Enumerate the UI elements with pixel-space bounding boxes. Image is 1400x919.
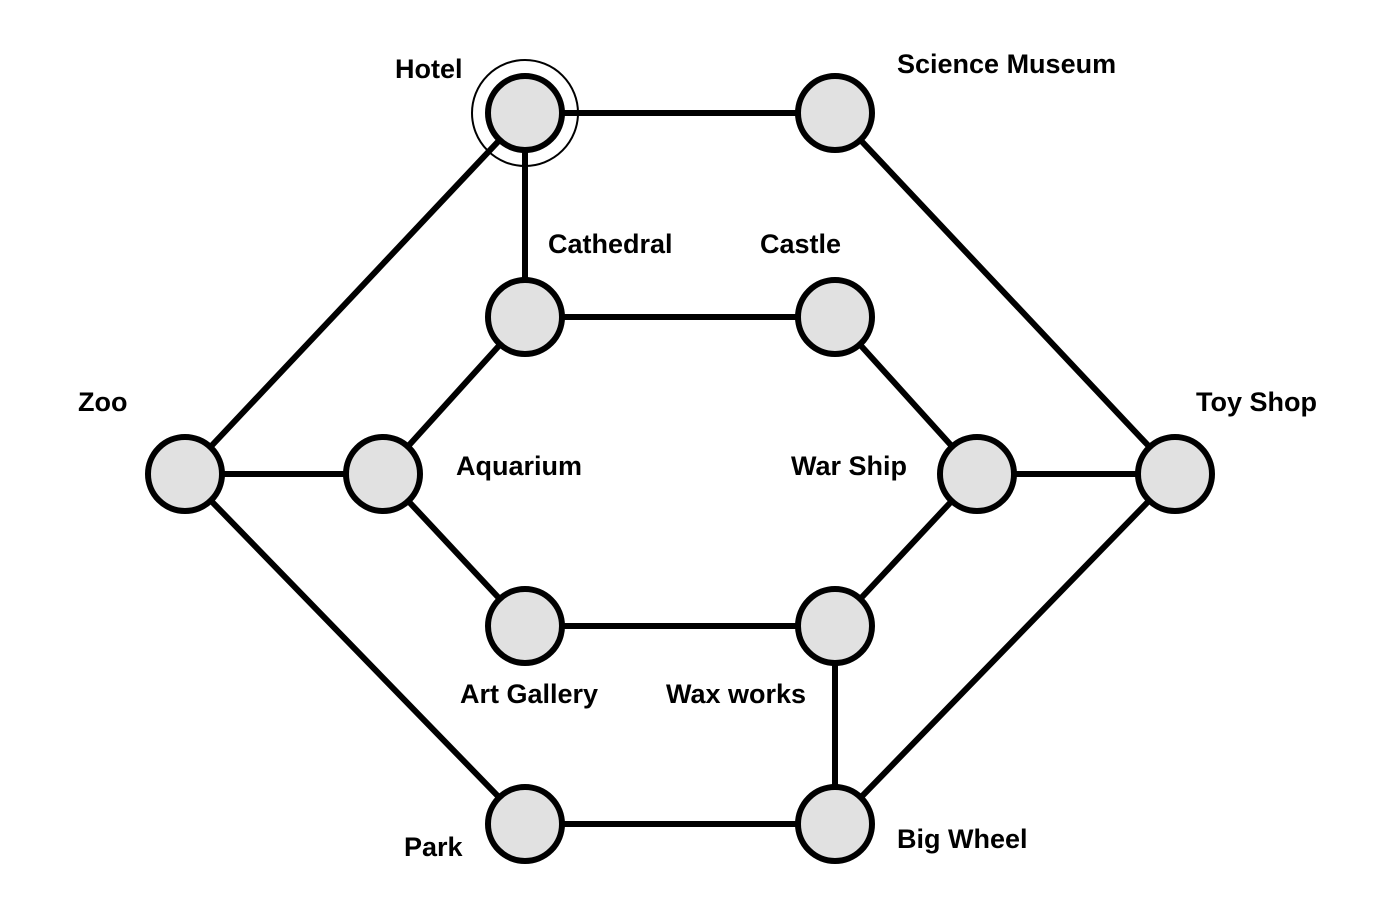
node-hotel — [485, 73, 565, 153]
edges-layer — [182, 110, 1178, 827]
node-cathedral — [485, 277, 565, 357]
node-big-wheel — [795, 784, 875, 864]
nodes-layer — [145, 59, 1215, 864]
edge-zoo-park — [182, 471, 528, 827]
node-zoo — [145, 434, 225, 514]
node-wax-works — [795, 586, 875, 666]
label-zoo: Zoo — [78, 387, 127, 417]
label-big-wheel: Big Wheel — [897, 824, 1028, 854]
label-toy-shop: Toy Shop — [1196, 387, 1317, 417]
label-war-ship: War Ship — [791, 451, 907, 481]
edge-hotel-zoo — [182, 110, 528, 477]
node-park — [485, 784, 565, 864]
label-science-museum: Science Museum — [897, 49, 1116, 79]
label-castle: Castle — [760, 229, 841, 259]
start-marker-ring — [471, 59, 579, 167]
node-science-museum — [795, 73, 875, 153]
node-art-gallery — [485, 586, 565, 666]
node-war-ship — [937, 434, 1017, 514]
label-park: Park — [404, 832, 464, 862]
edge-science-museum-toy-shop — [832, 110, 1178, 477]
label-aquarium: Aquarium — [456, 451, 582, 481]
label-wax-works: Wax works — [666, 679, 806, 709]
edge-toy-shop-big-wheel — [832, 471, 1178, 827]
label-hotel: Hotel — [395, 54, 463, 84]
node-aquarium — [343, 434, 423, 514]
label-art-gallery: Art Gallery — [460, 679, 598, 709]
node-toy-shop — [1135, 434, 1215, 514]
label-cathedral: Cathedral — [548, 229, 673, 259]
node-castle — [795, 277, 875, 357]
